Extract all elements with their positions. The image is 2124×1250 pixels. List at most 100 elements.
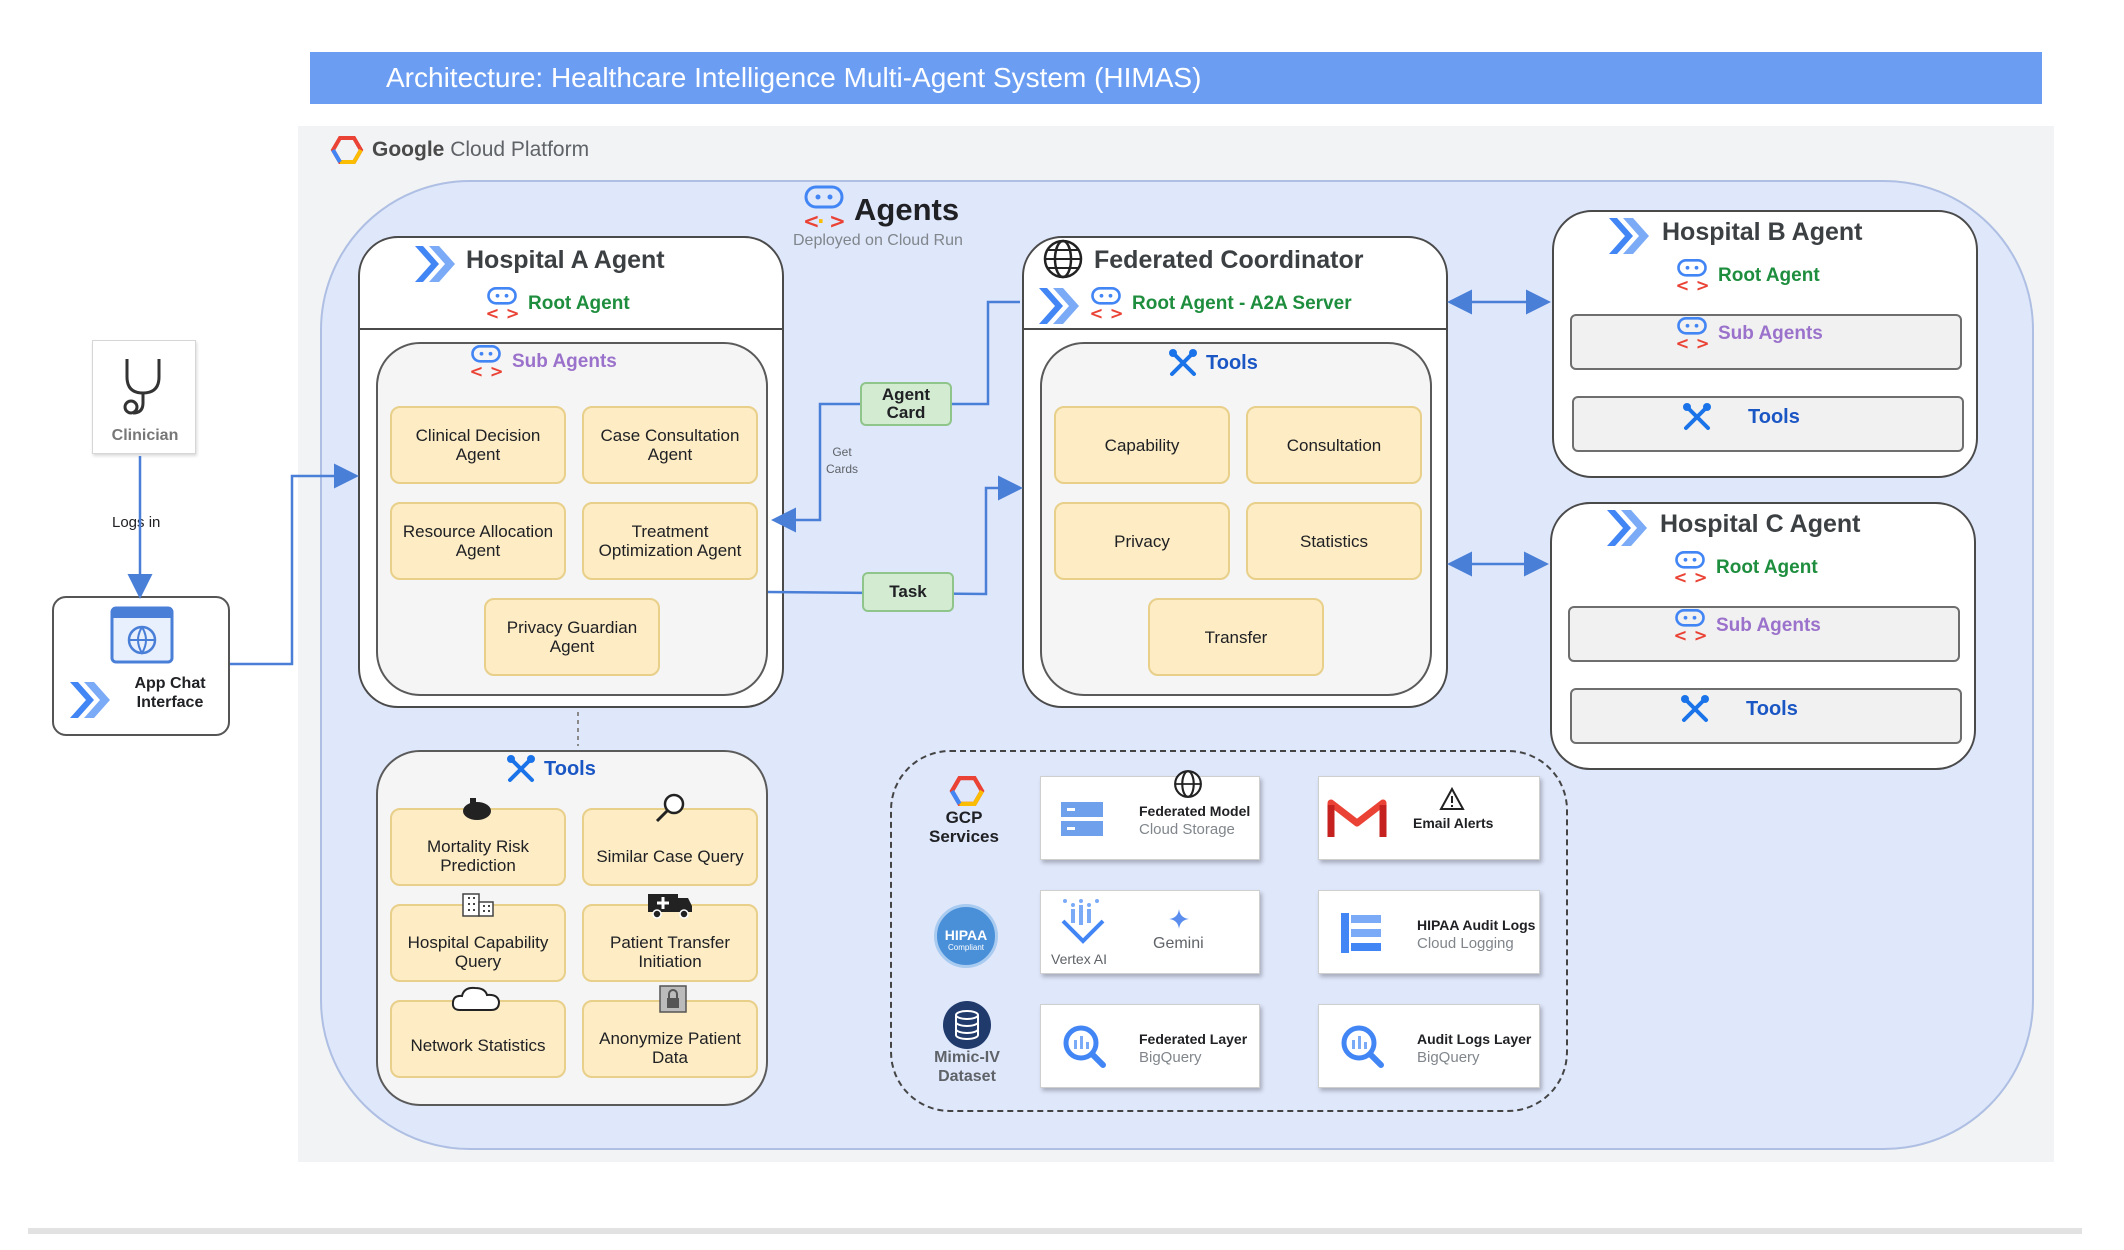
hospital-c-sub-agents-box[interactable] [1568,606,1960,662]
sub-agent-resource-allocation[interactable]: Resource Allocation Agent [390,502,566,580]
sub-agent-treatment-optimization[interactable]: Treatment Optimization Agent [582,502,758,580]
sub-agent-privacy-guardian[interactable]: Privacy Guardian Agent [484,598,660,676]
federated-model-sub: Cloud Storage [1139,821,1235,838]
logs-in-label: Logs in [112,514,161,531]
agent-card-line: Agent Card [881,385,931,422]
hospital-a-tools-header: Tools [506,754,596,784]
audit-logs-layer-sub: BigQuery [1417,1049,1480,1066]
gemini-sparkle-icon [1169,909,1189,929]
app-chat-label: App Chat Interface [112,674,228,712]
audit-logs-layer-bigquery[interactable]: Audit Logs Layer BigQuery [1318,1004,1540,1088]
vertex-ai-gemini-service[interactable]: Vertex AI Gemini [1040,890,1260,974]
svg-text:<: < [1090,304,1104,323]
bottom-divider [28,1228,2082,1234]
hospital-b-sub-agents-box[interactable] [1570,314,1962,370]
tool-mortality-risk-prediction[interactable]: Mortality Risk Prediction [390,808,566,886]
sub-agent-clinical-decision[interactable]: Clinical Decision Agent [390,406,566,484]
hospital-b-sub-agents-label: Sub Agents [1718,323,1823,344]
hospital-a-root-label: Root Agent [528,293,630,314]
fed-tool-privacy[interactable]: Privacy [1054,502,1230,580]
hospital-a-divider [358,328,784,330]
sub-agent-case-consultation[interactable]: Case Consultation Agent [582,406,758,484]
svg-text:<: < [486,304,500,323]
hospital-b-title: Hospital B Agent [1662,218,1863,246]
hospital-a-sub-agents-header: < > Sub Agents [468,344,617,381]
robot-icon: < > [1676,258,1710,295]
app-to-hospital-a-arrow [230,463,359,666]
federated-root-label: Root Agent - A2A Server [1132,293,1352,314]
svg-text:>: > [506,304,520,323]
robot-icon: < > [1674,608,1708,645]
agents-header: < · > Agents [800,184,990,256]
agent-robot-icon: < · > [803,185,846,233]
hospital-c-tools-label: Tools [1746,698,1798,720]
federated-layer-title: Federated Layer [1139,1031,1248,1047]
email-alerts-title: Email Alerts [1413,815,1494,831]
robot-icon: < > [1674,550,1708,587]
services-dashed-region [890,750,1568,1112]
hospital-b-tools-box[interactable] [1572,396,1964,452]
database-icon [943,1001,991,1049]
svg-text:>: > [1696,334,1710,353]
hospital-a-title: Hospital A Agent [466,246,665,274]
hospital-b-chevron-icon [1609,218,1649,254]
hospital-c-title: Hospital C Agent [1660,510,1861,538]
robot-icon: < > [470,344,504,381]
ambulance-icon [648,894,692,919]
mortality-risk-icon [463,798,491,820]
agent-engine-chevron-icon [70,682,110,718]
hospital-b-root-agent: < > Root Agent [1674,258,1820,295]
hipaa-badge-text: HIPAA [944,927,988,943]
tool-hospital-capability-query[interactable]: Hospital Capability Query [390,904,566,982]
tools-icon [1683,403,1711,430]
get-cards-line2: Cards [826,462,859,476]
federated-chevron-icon [1039,288,1079,324]
hospital-a-sub-agents-label: Sub Agents [512,351,617,372]
svg-text:>: > [829,209,846,233]
task-pill[interactable]: Task [862,572,954,612]
clinician-card: Clinician [92,340,196,454]
app-chat-label-line1: App Chat [134,675,206,692]
federated-divider [1022,328,1448,330]
gcp-brand: Google [372,138,445,161]
fed-tool-statistics[interactable]: Statistics [1246,502,1422,580]
federated-tools-label: Tools [1206,351,1258,374]
agent-card-pill[interactable]: Agent Card [860,382,952,426]
stethoscope-icon [123,359,161,415]
federated-model-title: Federated Model [1139,803,1251,819]
cloud-logging-icon [1341,913,1381,953]
hospital-b-root-label: Root Agent [1718,265,1820,286]
tool-network-statistics[interactable]: Network Statistics [390,1000,566,1078]
hospital-a-chevron-icon [415,246,455,282]
federated-title: Federated Coordinator [1094,246,1364,274]
federated-layer-sub: BigQuery [1139,1049,1202,1066]
hospital-b-tools-label: Tools [1748,406,1800,428]
federated-root-agent: < > Root Agent - A2A Server [1088,286,1352,323]
hospital-c-root-agent: < > Root Agent [1672,550,1818,587]
svg-text:<: < [1674,568,1688,587]
tools-icon [1169,349,1197,376]
svg-text:<: < [1674,626,1688,645]
tool-anonymize-patient-data[interactable]: Anonymize Patient Data [582,1000,758,1078]
hospital-c-tools-box[interactable] [1570,688,1962,744]
vertex-ai-label: Vertex AI [1051,951,1108,967]
tools-icon [1681,695,1709,722]
gcp-logo-icon [949,776,985,806]
hipaa-audit-logs-title: HIPAA Audit Logs [1417,917,1536,933]
fed-tool-capability[interactable]: Capability [1054,406,1230,484]
cloud-icon [451,986,501,1011]
hipaa-badge-subtext: Compliant [947,943,984,952]
hipaa-audit-logs-service[interactable]: HIPAA Audit Logs Cloud Logging [1318,890,1540,974]
fed-tool-consultation[interactable]: Consultation [1246,406,1422,484]
fed-tool-transfer[interactable]: Transfer [1148,598,1324,676]
clinician-label: Clinician [111,427,179,444]
email-alerts-service[interactable]: Email Alerts [1318,776,1540,860]
gemini-label: Gemini [1153,935,1204,952]
federated-layer-bigquery[interactable]: Federated Layer BigQuery [1040,1004,1260,1088]
warning-icon [1439,786,1465,810]
browser-window-icon [110,606,174,664]
app-chat-label-line2: Interface [136,694,204,711]
federated-model-cloud-storage[interactable]: Federated Model Cloud Storage [1040,770,1260,860]
hipaa-compliant-badge: HIPAA Compliant [934,904,998,968]
robot-icon: < > [1090,286,1124,323]
